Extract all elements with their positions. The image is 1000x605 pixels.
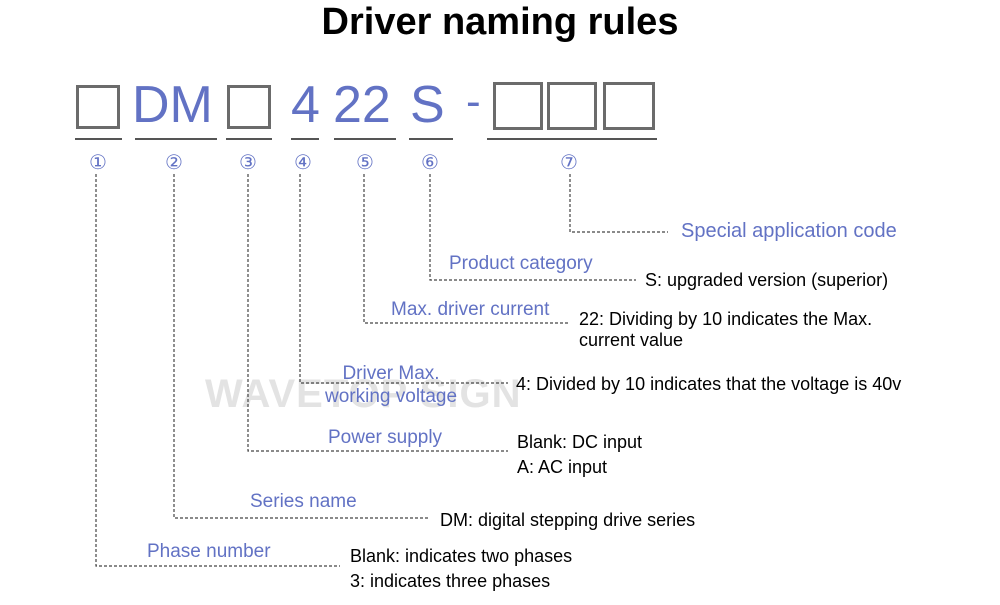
leader-line-1 [95,174,340,567]
label-special-application-code: Special application code [681,220,897,242]
leader-line-5 [363,174,570,324]
desc-voltage: 4: Divided by 10 indicates that the volt… [516,374,902,394]
desc-max-driver-current-line2: current value [579,330,684,350]
label-product-category: Product category [449,253,593,274]
underline-3 [226,138,272,140]
underline-2 [135,138,217,140]
desc-max-driver-current-line1: 22: Dividing by 10 indicates the Max. [579,309,873,329]
desc-power-supply-line1: Blank: DC input [517,432,643,452]
leader-line-7 [569,174,668,233]
code-voltage: 4 [291,76,320,134]
underline-7 [487,138,657,140]
label-phase-number: Phase number [147,541,271,562]
desc-power-supply-line2: A: AC input [517,457,608,477]
field-number-3: ③ [239,152,257,174]
watermark: WAVETOP SIGN [205,372,522,416]
label-driver-max-working-voltage: Driver Max. working voltage [325,363,458,407]
label-series-name: Series name [250,491,357,512]
leader-line-4 [299,174,508,384]
code-dash: - [466,77,481,126]
underline-5 [334,138,396,140]
power-supply-box [227,85,271,129]
desc-product-category: S: upgraded version (superior) [645,270,889,290]
desc-series-name: DM: digital stepping drive series [440,510,696,530]
special-code-box-3 [603,82,655,130]
desc-phase-number-line1: Blank: indicates two phases [350,546,573,566]
field-number-5: ⑤ [356,152,374,174]
underline-6 [409,138,453,140]
underline-1 [75,138,122,140]
code-category: S [410,76,445,134]
page-title: Driver naming rules [321,1,679,43]
field-number-2: ② [165,152,183,174]
code-series-dm: DM [132,76,213,134]
label-max-driver-current: Max. driver current [391,299,550,320]
leader-line-2 [173,174,428,519]
desc-phase-number-line2: 3: indicates three phases [350,571,551,591]
code-current: 22 [333,76,391,134]
leader-line-3 [247,174,508,452]
field-number-1: ① [89,152,107,174]
underline-4 [291,138,319,140]
leader-line-6 [429,174,636,281]
special-code-box-1 [493,82,543,130]
label-power-supply: Power supply [328,427,443,448]
field-number-7: ⑦ [560,152,578,174]
field-number-6: ⑥ [421,152,439,174]
special-code-box-2 [547,82,597,130]
field-number-4: ④ [294,152,312,174]
phase-number-box [76,85,120,129]
